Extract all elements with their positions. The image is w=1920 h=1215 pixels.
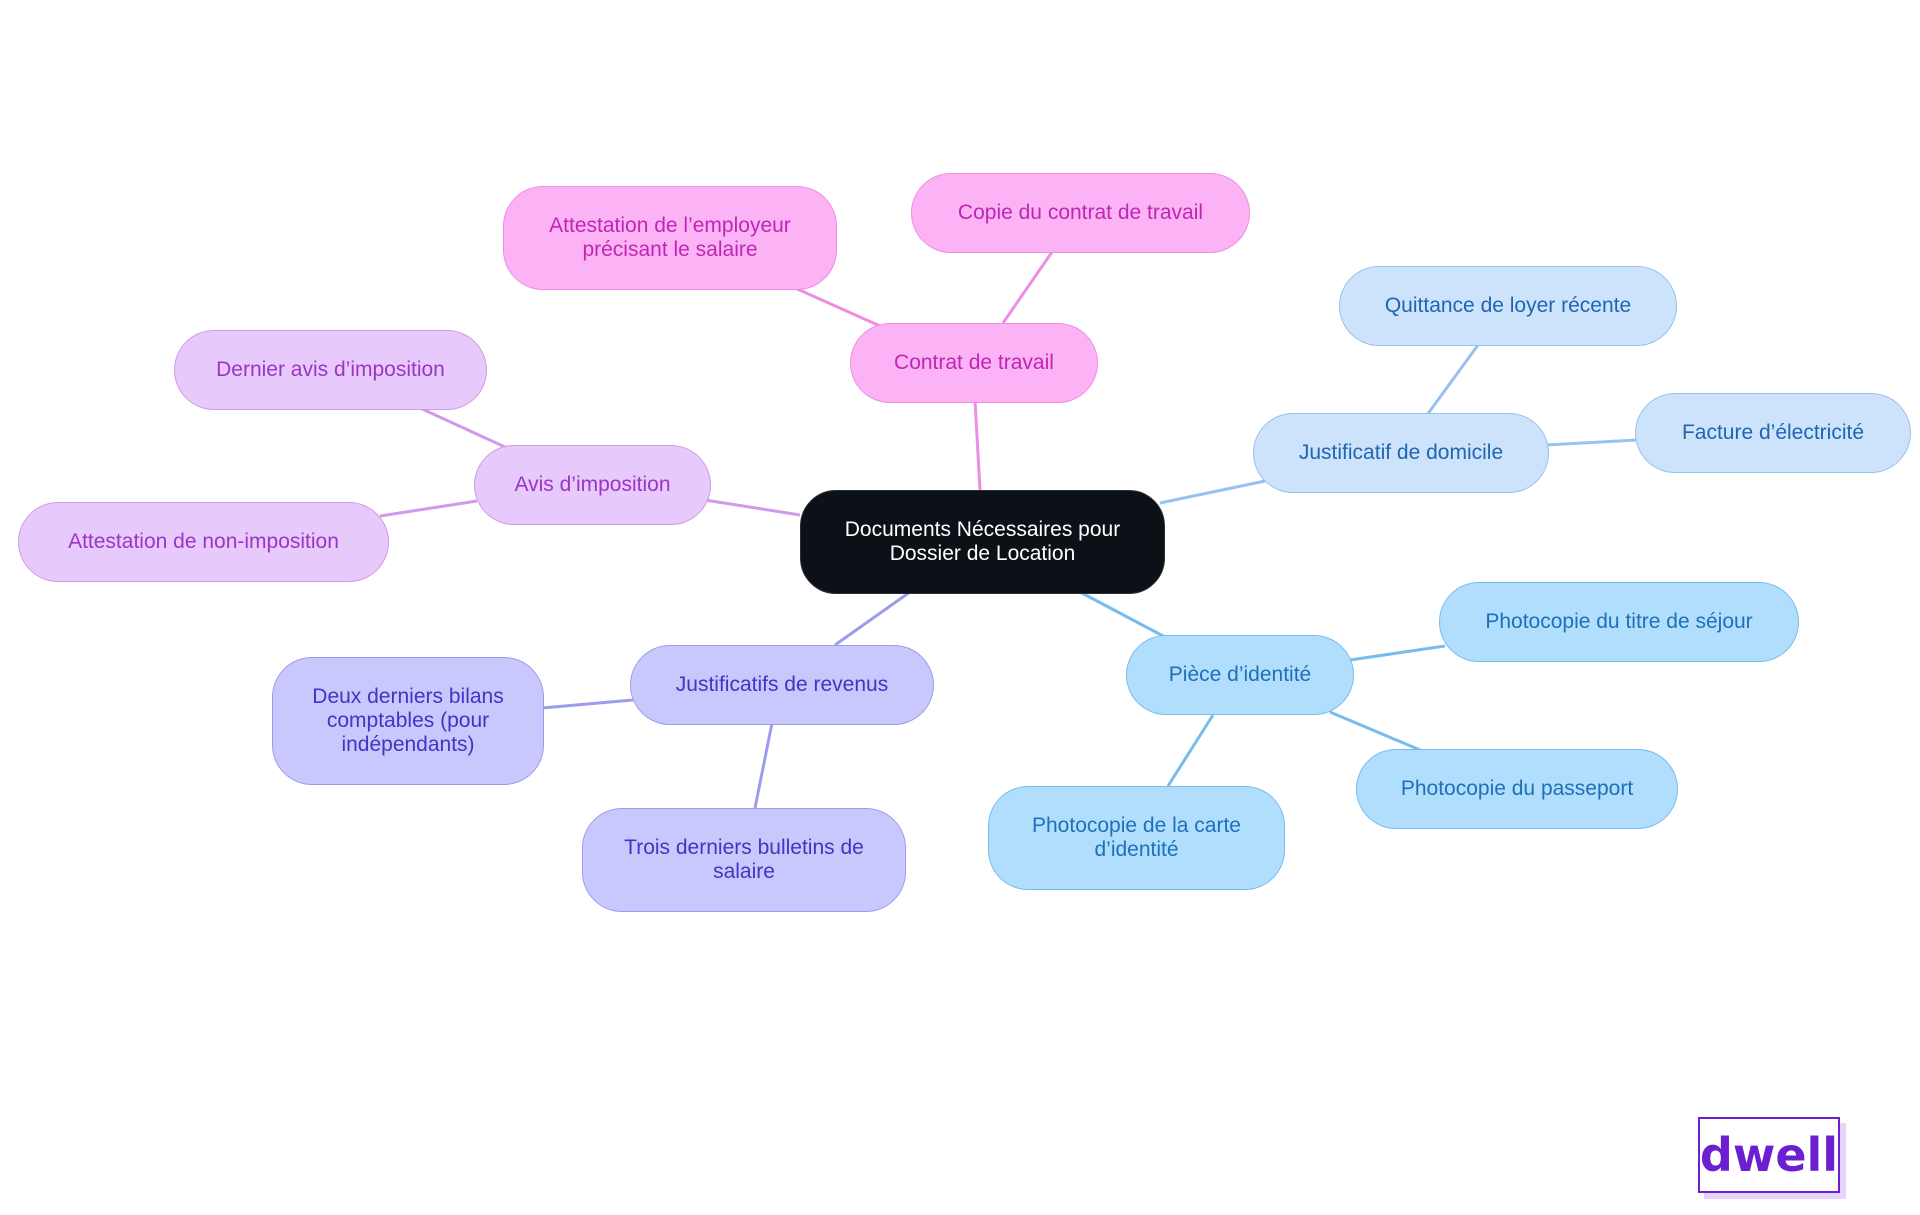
root-node: Documents Nécessaires pour Dossier de Lo… — [800, 490, 1165, 594]
link-avis-dernier — [419, 406, 506, 449]
logo-text: dwell — [1699, 1128, 1839, 1182]
branch-avis-imposition: Avis d’imposition — [474, 445, 711, 525]
link-identite-carte — [1166, 714, 1215, 787]
leaf-bulletins-salaire: Trois derniers bulletins de salaire — [582, 808, 906, 912]
leaf-label: Attestation de non-imposition — [68, 530, 339, 553]
leaf-label: Facture d’électricité — [1681, 421, 1865, 444]
leaf-label: Photocopie du passeport — [1400, 777, 1634, 800]
branch-contrat-de-travail: Contrat de travail — [850, 323, 1098, 403]
branch-label: Justificatifs de revenus — [675, 673, 889, 696]
root-label: Documents Nécessaires pour Dossier de Lo… — [844, 518, 1121, 565]
leaf-label: Trois derniers bulletins de salaire — [624, 836, 864, 883]
link-revenus-bilans — [541, 698, 634, 710]
leaf-carte-identite: Photocopie de la carte d’identité — [988, 786, 1285, 890]
leaf-attestation-employeur: Attestation de l’employeur précisant le … — [503, 186, 837, 290]
link-root-revenus — [834, 590, 911, 647]
link-domicile-facture — [1545, 438, 1638, 447]
link-root-domicile — [1159, 479, 1266, 505]
leaf-attestation-non-imposition: Attestation de non-imposition — [18, 502, 389, 582]
leaf-label: Copie du contrat de travail — [957, 201, 1204, 224]
leaf-label: Photocopie du titre de séjour — [1485, 610, 1753, 633]
branch-label: Justificatif de domicile — [1298, 441, 1504, 464]
leaf-label: Photocopie de la carte d’identité — [1032, 814, 1241, 861]
link-avis-attestation — [379, 499, 478, 518]
link-identite-sejour — [1349, 644, 1446, 662]
branch-label: Avis d’imposition — [514, 473, 671, 496]
link-root-identite — [1079, 590, 1166, 639]
branch-justificatif-domicile: Justificatif de domicile — [1253, 413, 1549, 493]
leaf-quittance-loyer: Quittance de loyer récente — [1339, 266, 1677, 346]
link-root-avis — [704, 498, 801, 517]
leaf-dernier-avis: Dernier avis d’imposition — [174, 330, 487, 410]
leaf-facture-electricite: Facture d’électricité — [1635, 393, 1911, 473]
leaf-titre-sejour: Photocopie du titre de séjour — [1439, 582, 1799, 662]
branch-piece-identite: Pièce d’identité — [1126, 635, 1354, 715]
link-contrat-attestation — [794, 286, 881, 328]
link-domicile-quittance — [1425, 344, 1480, 416]
branch-justificatifs-revenus: Justificatifs de revenus — [630, 645, 934, 725]
link-revenus-bulletins — [753, 722, 774, 809]
branch-label: Contrat de travail — [894, 351, 1054, 374]
leaf-label: Quittance de loyer récente — [1384, 294, 1632, 317]
link-root-contrat — [973, 399, 982, 491]
leaf-label: Attestation de l’employeur précisant le … — [549, 214, 791, 261]
leaf-label: Dernier avis d’imposition — [216, 358, 445, 381]
leaf-bilans-comptables: Deux derniers bilans comptables (pour in… — [272, 657, 544, 785]
branch-label: Pièce d’identité — [1168, 663, 1312, 686]
leaf-passeport: Photocopie du passeport — [1356, 749, 1678, 829]
dwell-logo: dwell — [1698, 1117, 1840, 1193]
leaf-copie-contrat: Copie du contrat de travail — [911, 173, 1250, 253]
leaf-label: Deux derniers bilans comptables (pour in… — [312, 685, 504, 756]
link-identite-passeport — [1329, 710, 1421, 752]
link-contrat-copie — [1001, 251, 1054, 324]
